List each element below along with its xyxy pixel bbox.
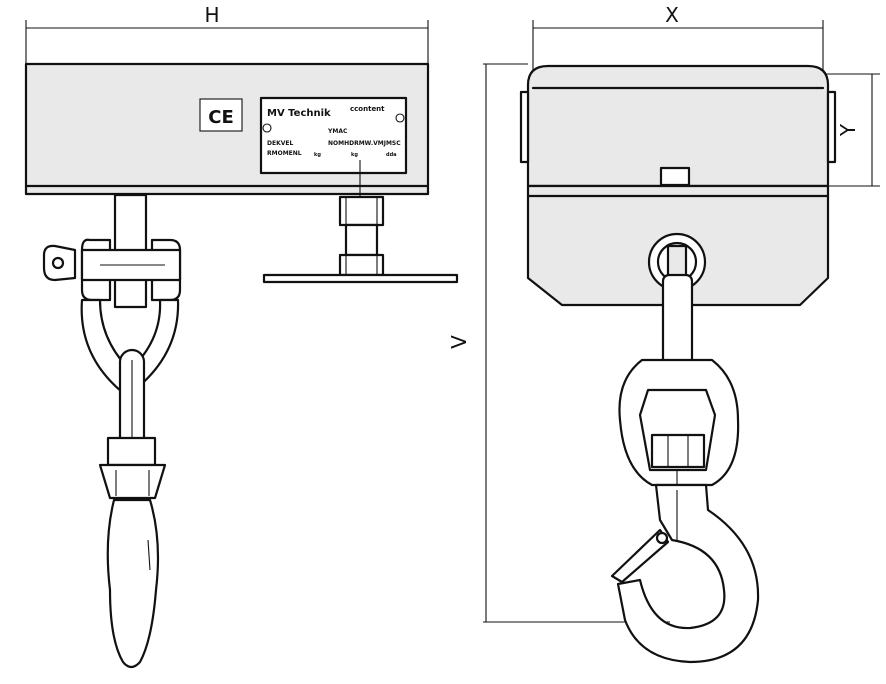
nameplate-symbol-left [262,123,272,133]
nameplate-row2-left: RMOMENL [267,150,302,157]
nameplate-unit-a: kg [314,152,321,158]
nameplate-row2-right: NOMHDRMW.VMJMSC [328,140,401,147]
dimension-y: Y [825,73,880,187]
nameplate: MV Technik ccontent DEKVEL YMAC RMOMENL … [259,96,408,175]
nameplate-row1-right: YMAC [327,128,348,135]
nameplate-badge: ccontent [350,105,385,113]
dimension-h-label: H [204,3,219,27]
display-button [659,166,691,187]
nameplate-row1-left: DEKVEL [267,140,293,147]
dimension-x: X [532,3,824,70]
front-view: X Y V [447,3,880,664]
nameplate-symbol-right [395,113,405,123]
hook-side [106,498,160,669]
dimension-y-label: Y [836,123,860,137]
nameplate-unit-b: kg [351,152,358,158]
ce-mark-label: CE [208,107,234,128]
dimension-v-label: V [447,335,471,349]
hook-front [616,483,760,664]
dimension-x-label: X [665,3,679,27]
nameplate-unit-c: dda [386,152,397,158]
bolt-assembly [262,195,459,284]
nameplate-brand: MV Technik [267,108,331,119]
ce-mark: CE [199,98,243,132]
swivel-nut [650,433,706,469]
shackle-side [42,238,182,396]
scale-housing-front [526,64,830,188]
dimension-h: H [25,3,429,64]
side-view: H CE MV Technik ccontent DEKVEL YMAC RMO… [24,3,459,669]
hook-nut-side [98,436,167,500]
